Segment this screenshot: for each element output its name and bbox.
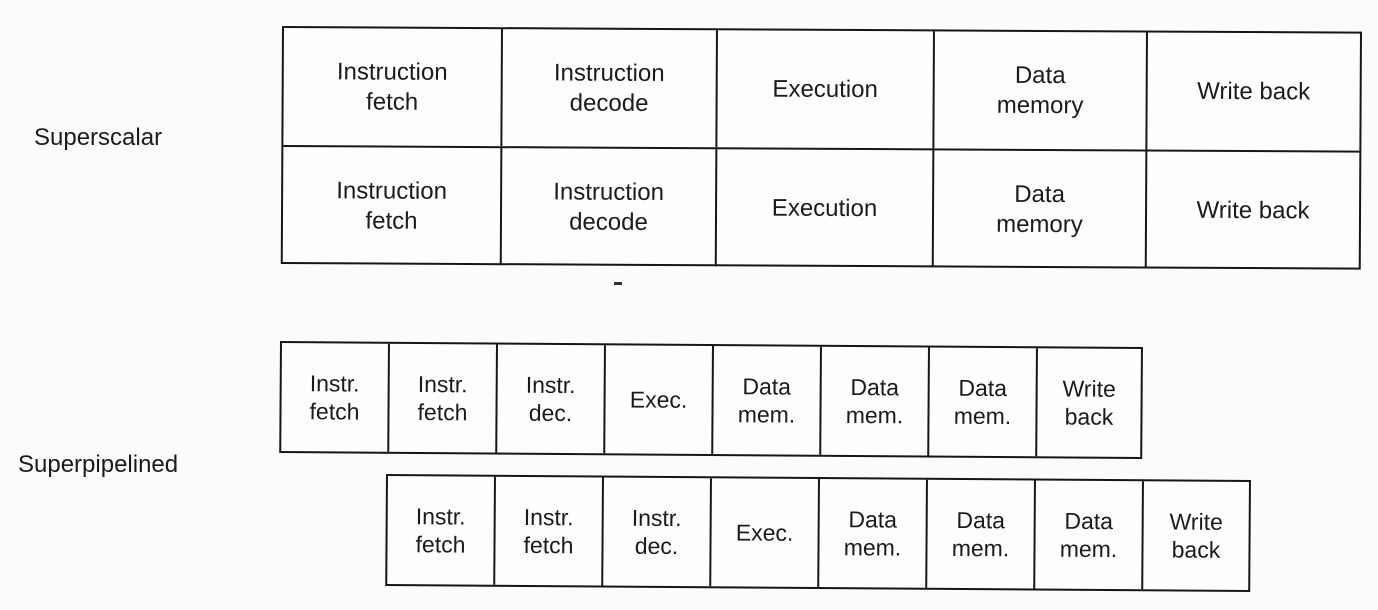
stage-cell: Exec. xyxy=(711,478,820,588)
stage-cell: Instr. fetch xyxy=(495,476,604,586)
superpipelined-pipeline-2: Instr. fetch Instr. fetch Instr. dec. Ex… xyxy=(385,474,1251,593)
stage-cell: Execution xyxy=(717,30,935,149)
superpipelined-label: Superpipelined xyxy=(18,451,179,478)
stray-mark xyxy=(614,282,622,285)
stage-cell: Data mem. xyxy=(927,479,1036,589)
stage-cell: Data mem. xyxy=(713,346,822,455)
stage-cell: Instr. fetch xyxy=(387,476,496,585)
stage-cell: Instruction fetch xyxy=(282,147,503,266)
stage-cell: Execution xyxy=(716,149,935,268)
stage-cell: Write back xyxy=(1197,77,1311,105)
stage-cell: Instruction decode xyxy=(501,148,718,267)
stage-cell: Exec. xyxy=(605,345,714,455)
stage-cell: Instr. fetch xyxy=(281,343,390,452)
stage-cell: Write back xyxy=(1169,508,1223,563)
stage-cell: Instruction decode xyxy=(502,29,718,148)
stage-cell: Instr. dec. xyxy=(603,477,712,587)
stage-cell: Data mem. xyxy=(819,479,928,588)
superpipelined-pipeline-1: Instr. fetch Instr. fetch Instr. dec. Ex… xyxy=(279,341,1143,460)
stage-cell: Instruction fetch xyxy=(283,28,503,147)
superpipelined-pipeline-row-2: Instr. fetch Instr. fetch Instr. dec. Ex… xyxy=(387,476,1249,590)
stage-cell: Instr. fetch xyxy=(389,343,498,453)
superscalar-pipeline-row-2: Instruction fetch Instruction decode Exe… xyxy=(282,145,1360,270)
stage-cell: Data mem. xyxy=(821,346,930,456)
stage-cell: Data mem. xyxy=(929,347,1038,457)
superscalar-pipeline-row-1: Instruction fetch Instruction decode Exe… xyxy=(283,28,1360,151)
stage-cell: Data memory xyxy=(933,150,1148,269)
stage-cell: Write back xyxy=(1196,196,1310,224)
stage-cell: Write back xyxy=(1062,375,1116,430)
superscalar-label: Superscalar xyxy=(34,124,163,151)
stage-cell: Data memory xyxy=(934,31,1148,150)
superscalar-pipeline-table: Instruction fetch Instruction decode Exe… xyxy=(280,26,1362,270)
stage-cell: Data mem. xyxy=(1035,480,1144,590)
stage-cell: Instr. dec. xyxy=(497,344,606,454)
superpipelined-pipeline-row-1: Instr. fetch Instr. fetch Instr. dec. Ex… xyxy=(281,343,1141,457)
